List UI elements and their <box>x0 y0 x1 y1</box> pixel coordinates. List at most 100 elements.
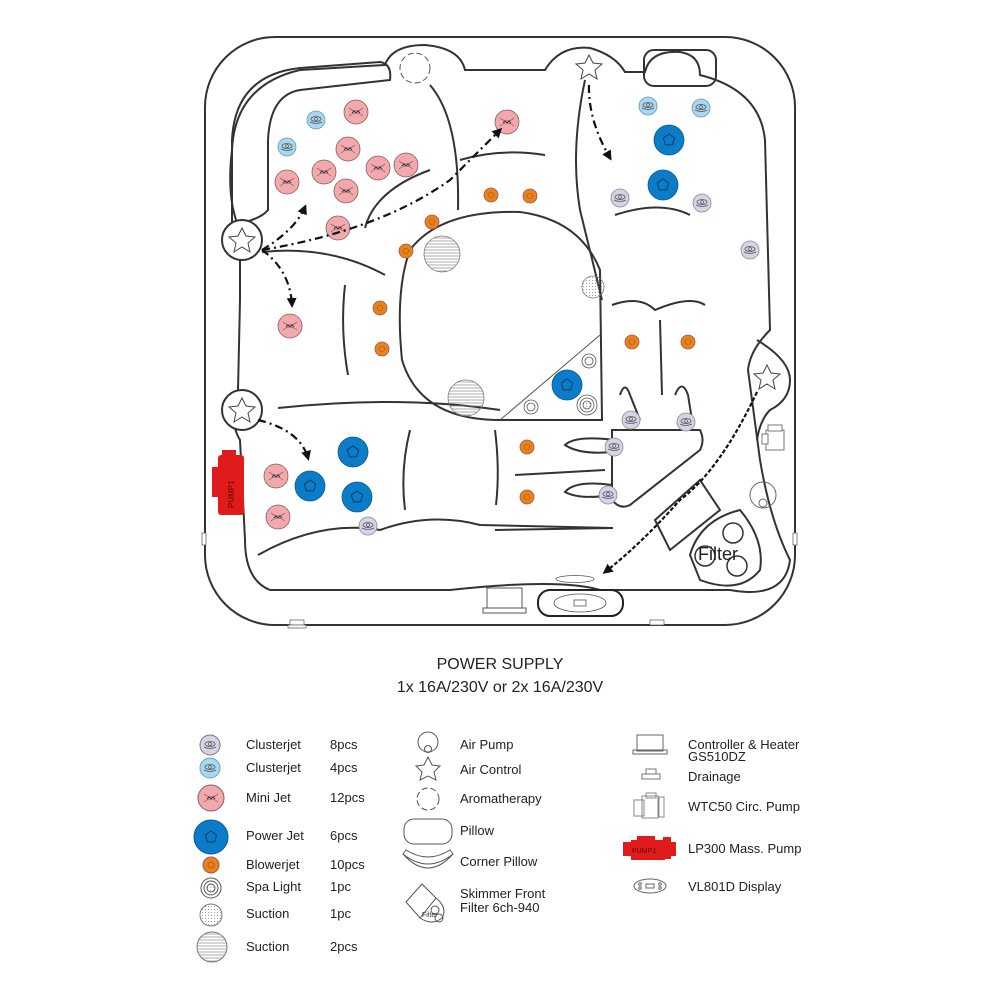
blowerjet <box>483 187 499 203</box>
mini-jet <box>277 313 303 339</box>
legend-label: Clusterjet <box>246 737 301 752</box>
corner-pillow <box>231 60 392 227</box>
air-control-icon <box>414 755 442 781</box>
air-flow-arrows <box>257 84 612 461</box>
mini-jet <box>311 159 337 185</box>
legend-label-line2: GS510DZ <box>688 749 746 764</box>
clusterjet-blue <box>277 137 297 157</box>
legend-label: Drainage <box>688 769 741 784</box>
clusterjet-lavender <box>610 188 630 208</box>
power-jet <box>341 481 373 513</box>
legend-qty: 4pcs <box>330 760 358 775</box>
filter-flow-arrow <box>602 391 758 574</box>
power-jet <box>337 436 369 468</box>
mini-jet <box>393 152 419 178</box>
mini-jet-icon <box>197 784 225 812</box>
suction-small <box>581 275 605 299</box>
filter-label: Filter <box>698 544 738 564</box>
blowerjet <box>522 188 538 204</box>
suction-small-icon <box>199 903 223 927</box>
legend-label: LP300 Mass. Pump <box>688 841 802 856</box>
seat-contours <box>257 79 792 556</box>
legend-label: Mini Jet <box>246 790 291 805</box>
display-icon <box>633 878 667 894</box>
legend-label: Pillow <box>460 823 494 838</box>
svg-text:Filter: Filter <box>422 912 438 919</box>
circ-pump-icon <box>633 792 665 819</box>
clusterjet-lavender <box>621 410 641 430</box>
corner-pillow-icon <box>402 849 454 869</box>
power-supply-spec: 1x 16A/230V or 2x 16A/230V <box>396 679 604 696</box>
legend-label-line2: Filter 6ch-940 <box>460 900 540 915</box>
svg-text:PUMP1: PUMP1 <box>632 848 656 855</box>
air-pump-icon <box>417 731 439 753</box>
pillow-icon <box>403 818 453 845</box>
blowerjet <box>374 341 390 357</box>
mass-pump-icon: PUMP1 <box>623 836 676 860</box>
seat-outline <box>229 43 792 593</box>
legend-qty: 8pcs <box>330 737 358 752</box>
aromatherapy <box>399 52 431 84</box>
legend-qty: 1pc <box>330 879 351 894</box>
mini-jet <box>335 136 361 162</box>
clusterjet-lavender <box>358 516 378 536</box>
legend-qty: 2pcs <box>330 939 358 954</box>
mass-pump: PUMP1 <box>212 450 244 515</box>
air-pump <box>749 481 777 509</box>
spa-light <box>576 394 598 416</box>
mini-jet <box>265 504 291 530</box>
air-control <box>221 53 782 431</box>
clusterjet-blue <box>306 110 326 130</box>
legend-qty: 10pcs <box>330 857 365 872</box>
mini-jet <box>343 99 369 125</box>
legend-label: WTC50 Circ. Pump <box>688 799 800 814</box>
legend-label: Aromatherapy <box>460 791 542 806</box>
legend-label: Power Jet <box>246 828 304 843</box>
mini-jet <box>365 155 391 181</box>
legend-label: VL801D Display <box>688 879 782 894</box>
suction-large <box>423 235 461 273</box>
legend-label: Suction <box>246 906 290 921</box>
legend-label: Air Pump <box>460 737 514 752</box>
mini-jet <box>325 215 351 241</box>
clusterjet-lavender <box>692 193 712 213</box>
skimmer-weir <box>555 575 595 583</box>
blowerjet <box>680 334 696 350</box>
mini-jet <box>333 178 359 204</box>
legend-label: Skimmer Front <box>460 886 546 901</box>
legend-qty: 6pcs <box>330 828 358 843</box>
clusterjet-blue <box>691 98 711 118</box>
blowerjet <box>624 334 640 350</box>
control-display <box>537 589 624 617</box>
power-jet-icon <box>193 819 229 855</box>
legend-label: Controller & Heater <box>688 737 800 752</box>
mini-jet <box>274 169 300 195</box>
clusterjet-lavender <box>598 485 618 505</box>
blowerjet <box>519 489 535 505</box>
pillow <box>643 49 717 87</box>
suction-large-icon <box>196 931 228 963</box>
blowerjet <box>372 300 388 316</box>
legend-label: Blowerjet <box>246 857 300 872</box>
skimmer-filter-icon: Filter <box>405 883 445 923</box>
power-jet <box>551 369 583 401</box>
power-jet <box>653 124 685 156</box>
clusterjet-lavender <box>740 240 760 260</box>
spa-layout-diagram: Filter PUMP1 <box>201 36 798 629</box>
spa-outer-shell <box>204 36 796 626</box>
power-jet <box>294 470 326 502</box>
legend-label: Air Control <box>460 762 522 777</box>
power-jet <box>647 169 679 201</box>
aromatherapy-icon <box>416 787 440 811</box>
blowerjet-icon <box>202 856 220 874</box>
blowerjet <box>519 439 535 455</box>
legend-label: Spa Light <box>246 879 301 894</box>
circ-pump <box>761 424 785 451</box>
suction-large <box>447 379 485 417</box>
legend-label: Corner Pillow <box>460 854 538 869</box>
clusterjet-lavender-icon <box>199 734 221 756</box>
svg-text:PUMP1: PUMP1 <box>227 480 236 508</box>
footwell <box>398 210 604 421</box>
clusterjet-lavender <box>604 437 624 457</box>
drainage <box>201 532 798 629</box>
